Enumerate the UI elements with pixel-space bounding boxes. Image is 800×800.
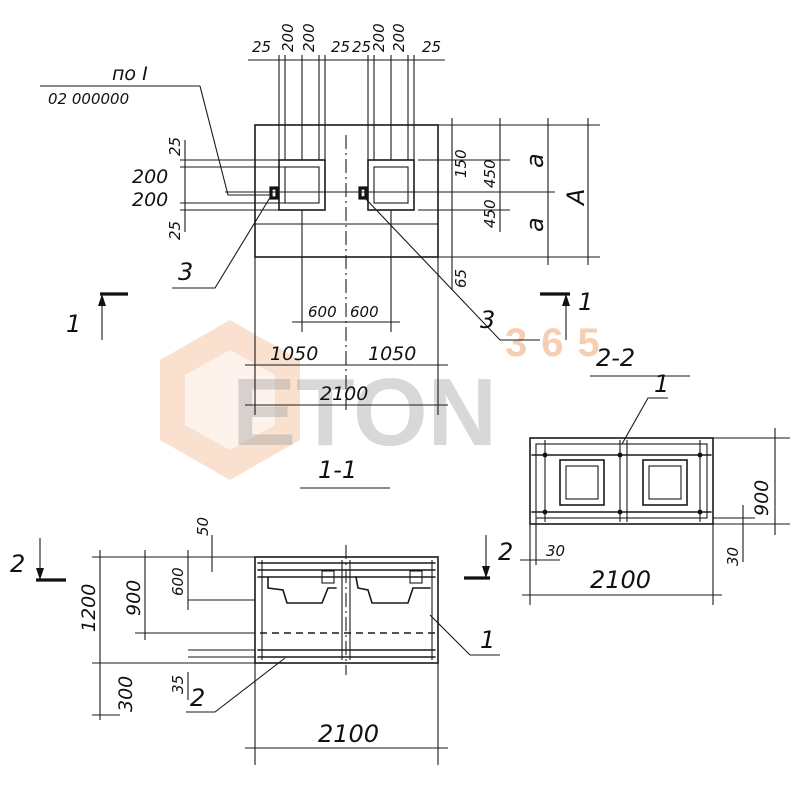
plan-dim-right-65: 65 — [452, 269, 470, 288]
section-1-1-title: 1-1 — [318, 456, 357, 484]
section-1-1-dim-300: 300 — [115, 676, 137, 712]
plan-dim-top-8: 25 — [422, 38, 441, 56]
plan-dim-top-7: 200 — [390, 23, 408, 52]
plan-dim-right-450a: 450 — [481, 159, 499, 188]
plan-dim-2100: 2100 — [320, 383, 368, 405]
plan-bottom-dimensions: 600 600 1050 1050 2100 — [245, 210, 448, 415]
plan-dim-right-150: 150 — [452, 149, 470, 178]
plan-dim-1050-right: 1050 — [368, 343, 416, 365]
plan-callout-3-left: 3 — [178, 258, 193, 286]
section-mark-1-right: 1 — [540, 288, 593, 340]
section-mark-2-left-label: 2 — [10, 550, 25, 578]
plan-dim-top-3: 200 — [300, 23, 318, 52]
plan-dim-top-6: 200 — [370, 23, 388, 52]
plan-view: 25 200 200 25 25 200 200 25 по I 02 0000… — [40, 23, 600, 415]
section-2-2-opening-right — [642, 459, 688, 506]
section-2-2-outline — [529, 437, 714, 525]
section-2-2-callout-1: 1 — [654, 370, 669, 398]
plan-callout-3-right: 3 — [480, 306, 495, 334]
section-mark-1-left-label: 1 — [66, 310, 81, 338]
plan-dim-1050-left: 1050 — [270, 343, 318, 365]
section-mark-2-right: 2 — [464, 535, 513, 580]
plan-ref-code: 02 000000 — [48, 90, 129, 108]
plan-letter-A: A — [562, 189, 590, 207]
plan-dim-600-left: 600 — [308, 303, 337, 321]
section-2-2-opening-left — [559, 459, 605, 506]
section-2-2-dim-30-right: 30 — [724, 547, 742, 566]
plan-dim-top-1: 25 — [252, 38, 271, 56]
section-mark-1-right-label: 1 — [578, 288, 593, 316]
section-1-1-dim-2100: 2100 — [318, 720, 379, 748]
plan-letter-a-bottom: a — [521, 217, 549, 232]
section-2-2-dim-2100: 2100 — [590, 566, 651, 594]
watermark: ETON 365 — [160, 320, 614, 480]
plan-left-dimensions: 25 200 200 25 — [132, 137, 285, 240]
section-mark-2-right-label: 2 — [498, 538, 513, 566]
plan-dim-right-450b: 450 — [481, 199, 499, 228]
watermark-word: ETON — [232, 359, 497, 466]
section-mark-2-left: 2 — [10, 538, 66, 582]
section-mark-1-left: 1 — [66, 292, 128, 340]
section-1-1-dim-35: 35 — [169, 675, 187, 694]
section-1-1-callout-1: 1 — [480, 626, 495, 654]
section-1-1-dim-1200: 1200 — [78, 584, 100, 632]
watermark-number: 365 — [505, 321, 614, 365]
plan-dim-600-right: 600 — [350, 303, 379, 321]
section-1-1-dim-900: 900 — [123, 580, 145, 616]
section-2-2-dim-900: 900 — [751, 480, 773, 516]
plan-ref-note: по I — [112, 63, 148, 85]
section-1-1-left-dimensions: 1200 900 300 50 600 35 — [78, 517, 255, 720]
plan-dim-top-5: 25 — [352, 38, 371, 56]
plan-right-dimensions: 150 450 450 65 a a A — [418, 118, 600, 290]
section-2-2-dim-30-left: 30 — [546, 542, 565, 560]
section-1-1-dim-600: 600 — [169, 567, 187, 596]
plan-dim-top-4: 25 — [331, 38, 350, 56]
plan-letter-a-top: a — [521, 153, 549, 168]
plan-top-dimensions: 25 200 200 25 25 200 200 25 — [248, 23, 445, 160]
section-1-1-callout-2: 2 — [190, 684, 205, 712]
plan-dim-left-2: 200 — [132, 166, 168, 188]
plan-reference-note: по I 02 000000 — [40, 63, 272, 196]
section-2-2: 2-2 1 900 30 — [464, 344, 790, 605]
watermark-hexagon-inner — [185, 350, 275, 450]
section-1-1-dim-50: 50 — [194, 517, 212, 536]
plan-callouts: 3 3 — [172, 195, 540, 341]
plan-dim-left-3: 200 — [132, 189, 168, 211]
plan-dim-left-1: 25 — [166, 137, 184, 156]
section-1-1: 1-1 — [10, 456, 500, 765]
plan-dim-top-2: 200 — [279, 23, 297, 52]
plan-dim-left-4: 25 — [166, 221, 184, 240]
section-2-2-title: 2-2 — [596, 344, 635, 372]
